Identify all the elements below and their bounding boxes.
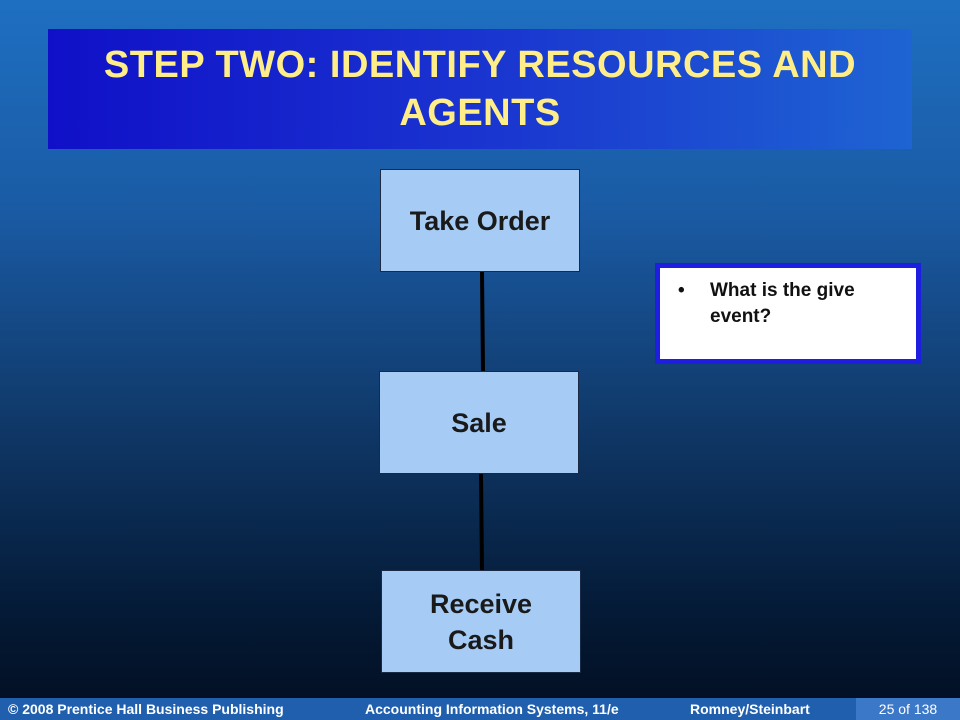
title-banner: STEP TWO: IDENTIFY RESOURCES AND AGENTS <box>48 29 912 149</box>
connector-take-order-sale <box>480 271 485 372</box>
event-label-take-order: Take Order <box>409 205 551 236</box>
question-callout: • What is the give event? <box>655 263 921 364</box>
event-label-sale: Sale <box>451 407 507 438</box>
footer-authors: Romney/Steinbart <box>690 701 810 717</box>
slide-title: STEP TWO: IDENTIFY RESOURCES AND AGENTS <box>103 44 857 134</box>
event-box-receive-cash: Receive Cash <box>381 570 581 673</box>
event-label-receive-cash: Receive Cash <box>429 588 533 655</box>
callout-list: • What is the give event? <box>670 278 906 330</box>
footer-copyright: © 2008 Prentice Hall Business Publishing <box>8 701 284 717</box>
event-box-sale: Sale <box>379 371 579 474</box>
callout-text: What is the give event? <box>710 280 855 327</box>
callout-item: • What is the give event? <box>670 278 906 330</box>
connector-sale-receive-cash <box>479 473 484 571</box>
footer-book-title: Accounting Information Systems, 11/e <box>365 701 619 717</box>
footer-bar: © 2008 Prentice Hall Business Publishing… <box>0 698 960 720</box>
bullet-icon: • <box>678 280 685 301</box>
event-box-take-order: Take Order <box>380 169 580 272</box>
footer-page-number: 25 of 138 <box>856 698 960 720</box>
